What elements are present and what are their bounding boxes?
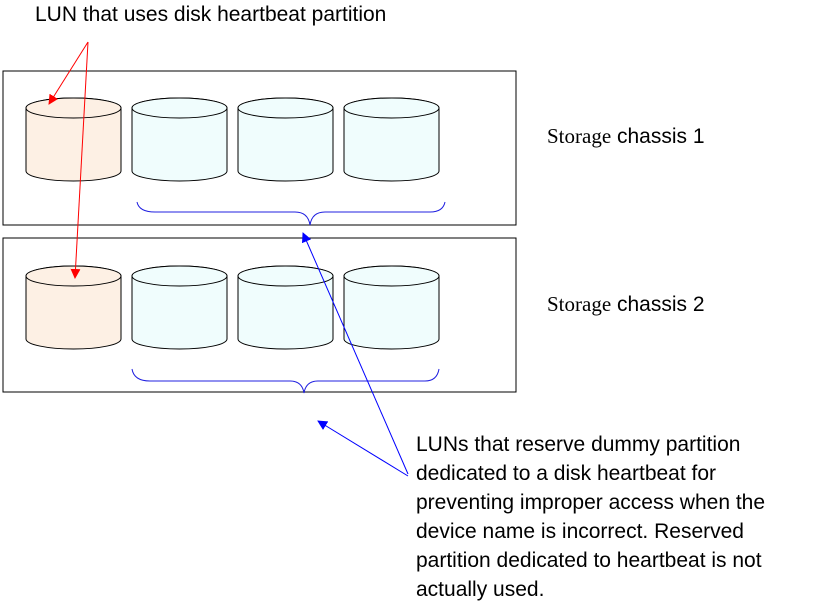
chassis-1-label-name: chassis 1 [611,125,705,148]
note-line: dedicated to a disk heartbeat for [416,462,717,485]
chassis-2-label-word: Storage [547,292,612,316]
note-line: LUNs that reserve dummy partition [416,433,741,456]
storage-chassis-2-box [2,237,517,393]
cylinder-top [343,97,440,119]
heartbeat-lun-cylinder [25,265,122,350]
note-line: preventing improper access when the [416,491,766,514]
reserved-arrow-chassis-1 [302,232,409,475]
storage-chassis-1-box [2,70,517,226]
note-line: actually used. [416,578,545,601]
cylinder-top [131,97,228,119]
storage-chassis-2-label: Storage chassis 2 [547,292,705,317]
cylinder-top [343,265,440,287]
reserved-lun-cylinder [237,265,334,350]
reserved-lun-cylinder [131,97,228,182]
reserved-lun-note: LUNs that reserve dummy partition dedica… [416,430,816,604]
storage-chassis-1-label: Storage chassis 1 [547,124,705,149]
reserved-luns-brace-2 [131,368,440,394]
cylinder-top [237,265,334,287]
heartbeat-arrow-chassis-2 [70,41,89,279]
reserved-luns-brace-1 [136,201,446,226]
cylinder-top [237,97,334,119]
cylinder-top [25,97,122,119]
heartbeat-arrow-chassis-1 [48,41,89,105]
reserved-lun-cylinder [343,265,440,350]
reserved-lun-cylinder [237,97,334,182]
reserved-lun-cylinder [343,97,440,182]
chassis-1-label-word: Storage [547,124,612,148]
heartbeat-lun-label: LUN that uses disk heartbeat partition [35,3,387,26]
cylinder-top [131,265,228,287]
reserved-lun-cylinder [131,265,228,350]
chassis-2-label-name: chassis 2 [611,293,705,316]
cylinder-top [25,265,122,287]
note-line: partition dedicated to heartbeat is not [416,549,762,572]
note-line: device name is incorrect. Reserved [416,520,744,543]
heartbeat-lun-cylinder [25,97,122,182]
reserved-arrow-chassis-2 [317,420,409,477]
